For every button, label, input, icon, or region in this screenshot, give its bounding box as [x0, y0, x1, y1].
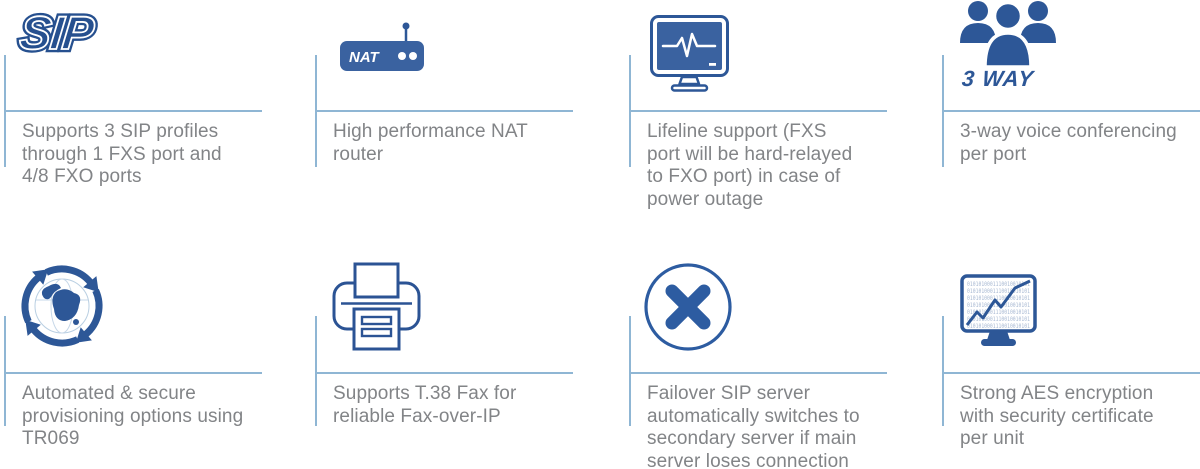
- feature-description: Supports T.38 Fax for reliable Fax-over-…: [333, 383, 517, 427]
- feature-card-provisioning: Automated & secure provisioning options …: [2, 240, 264, 469]
- binary-text-row: 0101010001110010010101: [967, 323, 1030, 330]
- binary-text-row: 0101010001110010010101: [967, 281, 1030, 288]
- horizontal-rule: [315, 110, 573, 112]
- horizontal-rule: [4, 372, 262, 374]
- feature-description: High performance NAT router: [333, 121, 528, 165]
- vertical-rule: [4, 316, 6, 426]
- horizontal-rule: [629, 372, 887, 374]
- sip-logo-text-overlay: SIP: [16, 5, 96, 60]
- feature-card-aes: 0101010001110010010101 01010100011100100…: [940, 240, 1200, 469]
- feature-card-nat-router: NAT High performance NAT router: [313, 0, 575, 229]
- feature-card-lifeline: Lifeline support (FXS port will be hard-…: [627, 0, 889, 229]
- horizontal-rule: [315, 372, 573, 374]
- feature-card-fax: Supports T.38 Fax for reliable Fax-over-…: [313, 240, 575, 469]
- globe-sync-icon: [16, 260, 108, 352]
- binary-monitor-icon: 0101010001110010010101 01010100011100100…: [960, 274, 1038, 352]
- feature-description: Automated & secure provisioning options …: [22, 383, 244, 449]
- nat-router-icon: NAT: [340, 20, 432, 76]
- feature-description: 3-way voice conferencing per port: [960, 121, 1177, 165]
- pulse-monitor-icon: [650, 15, 730, 93]
- vertical-rule: [629, 316, 631, 426]
- feature-description: Failover SIP server automatically switch…: [647, 383, 860, 469]
- binary-text-row: 0101010001110010010101: [967, 288, 1030, 295]
- three-way-label: 3 WAY: [960, 66, 1036, 91]
- three-users-icon: [956, 0, 1060, 68]
- vertical-rule: [315, 316, 317, 426]
- feature-description: Strong AES encryption with security cert…: [960, 383, 1154, 449]
- x-circle-icon: [641, 260, 735, 354]
- fax-printer-icon: [331, 262, 423, 354]
- horizontal-rule: [4, 110, 262, 112]
- sip-logo: SIP SIP: [14, 3, 99, 63]
- feature-card-failover: Failover SIP server automatically switch…: [627, 240, 889, 469]
- feature-card-3way: 3 WAY 3-way voice conferencing per port: [940, 0, 1200, 229]
- binary-text-row: 0101010001110010010101: [967, 295, 1030, 302]
- horizontal-rule: [629, 110, 887, 112]
- nat-label: NAT: [349, 49, 381, 66]
- feature-description: Supports 3 SIP profiles through 1 FXS po…: [22, 121, 222, 187]
- feature-description: Lifeline support (FXS port will be hard-…: [647, 121, 853, 210]
- horizontal-rule: [942, 110, 1200, 112]
- feature-card-sip: SIP SIP Supports 3 SIP profiles through …: [2, 0, 264, 229]
- vertical-rule: [942, 316, 944, 426]
- binary-text-row: 0101010001110010010101: [967, 309, 1030, 316]
- horizontal-rule: [942, 372, 1200, 374]
- binary-text-row: 0101010001110010010101: [967, 316, 1030, 323]
